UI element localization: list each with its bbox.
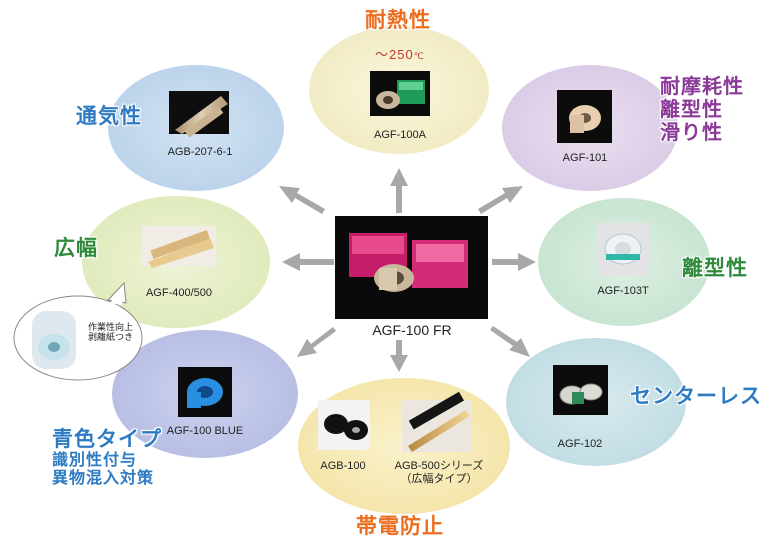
breath-product-label: AGB-207-6-1: [167, 146, 233, 158]
blue-subtitle-line-1: 識別性付与: [52, 452, 138, 469]
wide-product-label: AGF-400/500: [145, 287, 213, 299]
antistatic-product-label-2-line-2: （広幅タイプ）: [400, 472, 478, 485]
wear-product-label: AGF-101: [562, 152, 608, 164]
release-product-label: AGF-103T: [597, 285, 649, 297]
wear-title: 耐摩耗性 離型性 滑り性: [660, 76, 744, 145]
blue-title: 青色タイプ: [52, 428, 162, 451]
centerless-photo: [553, 365, 608, 415]
antistatic-photo-2: [402, 391, 472, 452]
antistatic-photo-1: [318, 400, 370, 450]
antistatic-product-label-2-line-1: AGB-500シリーズ: [394, 460, 484, 472]
antistatic-product-label-2: AGB-500シリーズ （広幅タイプ）: [389, 460, 489, 485]
wear-title-line-1: 耐摩耗性: [660, 76, 744, 98]
callout-photo: [32, 311, 76, 369]
centerless-title: センターレス: [630, 385, 762, 408]
arrow-up-right: [478, 186, 523, 214]
antistatic-product-label-1: AGB-100: [320, 460, 366, 472]
heat-temp-value: ～250: [375, 47, 414, 62]
wide-photo: [142, 226, 216, 268]
center-product-label: AGF-100 FR: [372, 322, 452, 338]
release-title: 離型性: [682, 257, 748, 280]
centerless-product-label: AGF-102: [557, 438, 603, 450]
callout-line-1: 作業性向上: [88, 322, 134, 332]
blue-subtitle: 識別性付与 異物混入対策: [52, 452, 154, 489]
wear-title-line-3: 滑り性: [660, 122, 723, 144]
blue-subtitle-line-2: 異物混入対策: [52, 470, 155, 488]
arrow-right: [492, 253, 536, 271]
heat-photo: [370, 71, 430, 116]
arrow-down-right: [490, 326, 530, 357]
callout-text: 作業性向上 剥離紙つき: [88, 322, 133, 343]
center-photo: [335, 216, 488, 319]
wear-title-line-2: 離型性: [660, 99, 723, 121]
wide-title: 広幅: [54, 237, 98, 260]
breath-title: 通気性: [76, 105, 142, 128]
arrow-up-left: [279, 186, 325, 214]
blue-product-label: AGF-100 BLUE: [166, 425, 244, 437]
heat-title: 耐熱性: [365, 9, 431, 32]
arrow-down-left: [297, 327, 336, 357]
heat-product-label: AGF-100A: [374, 129, 426, 141]
arrow-down: [390, 340, 408, 372]
blue-photo: [178, 367, 232, 417]
arrow-left: [282, 253, 334, 271]
release-photo: [597, 223, 649, 275]
arrow-up: [390, 168, 408, 213]
heat-temp: ～250℃: [375, 44, 425, 63]
breath-photo: [169, 91, 229, 138]
wear-photo: [557, 90, 612, 143]
arrows: [279, 168, 536, 372]
callout-line-2: 剥離紙つき: [88, 332, 134, 343]
antistatic-title: 帯電防止: [356, 515, 444, 538]
heat-temp-unit: ℃: [413, 51, 425, 61]
